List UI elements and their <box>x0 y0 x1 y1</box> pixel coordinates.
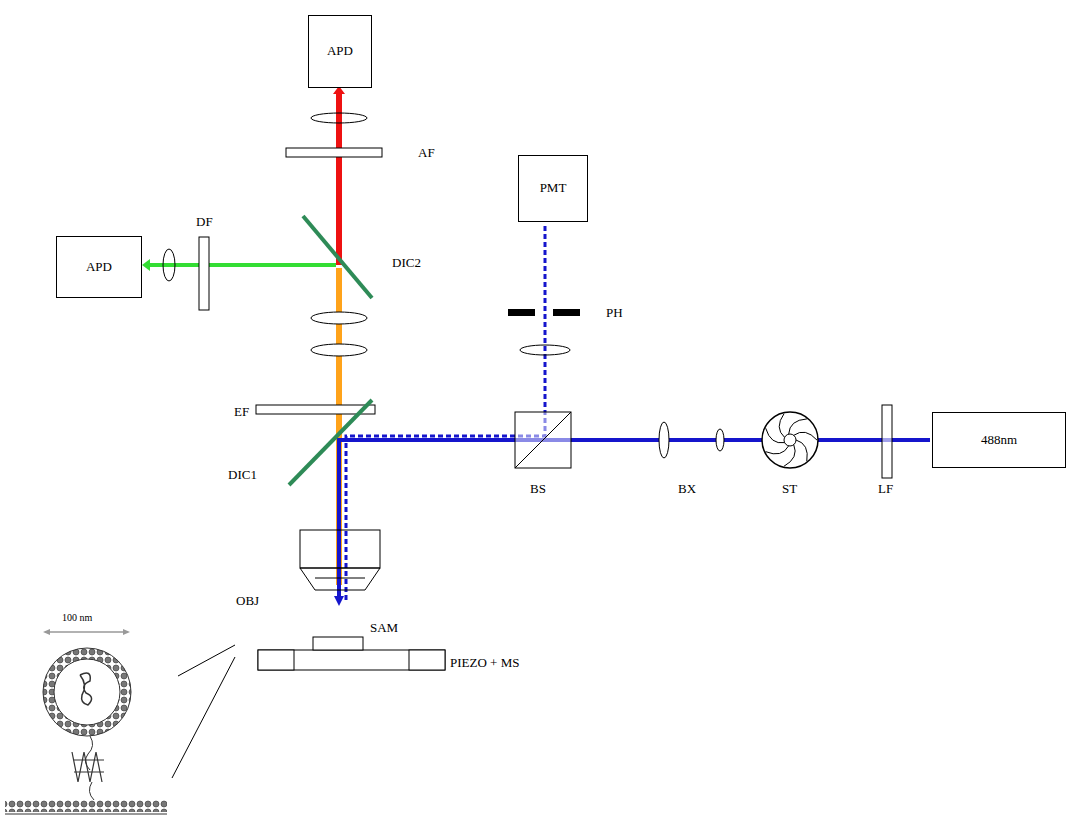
filter-label: LF <box>878 482 893 496</box>
pinhole <box>508 309 535 316</box>
lens <box>716 429 724 451</box>
detector-box: APD <box>56 236 142 298</box>
mirror-label: DIC1 <box>228 468 257 482</box>
objective <box>300 530 380 590</box>
leader-line <box>172 657 235 778</box>
objective-label: OBJ <box>236 594 259 608</box>
detector-box: APD <box>308 15 372 88</box>
dichroic-mirror <box>289 400 372 485</box>
filter <box>199 237 209 310</box>
filter <box>286 148 382 157</box>
lens <box>659 422 669 458</box>
piezo-stage <box>258 637 445 670</box>
sample-label: SAM <box>370 621 398 635</box>
pinhole <box>553 309 580 316</box>
expander-label: BX <box>678 482 696 496</box>
filter-label: EF <box>234 405 249 419</box>
stage-label: PIEZO + MS <box>450 656 519 670</box>
pinhole-label: PH <box>606 306 623 320</box>
vesicle-inset <box>5 629 167 814</box>
device-name: PMT <box>540 180 567 196</box>
filter-label: DF <box>196 215 213 229</box>
dimension-label: 100 nm <box>62 612 92 623</box>
shutter <box>762 412 818 468</box>
beam-splitter <box>515 412 571 468</box>
filter <box>882 405 892 478</box>
lens <box>311 344 367 356</box>
lens <box>311 312 367 324</box>
red-beam <box>336 92 342 265</box>
blue-beam <box>337 438 930 442</box>
green-beam <box>148 263 336 267</box>
mirror-label: DIC2 <box>392 256 421 270</box>
leader-line <box>178 645 235 676</box>
lens <box>311 113 367 123</box>
device-name: 488nm <box>981 432 1017 448</box>
filter-label: AF <box>418 146 435 160</box>
device-name: APD <box>86 259 112 275</box>
detector-box: PMT <box>518 155 588 222</box>
laser-box: 488nm <box>932 412 1066 468</box>
lens <box>520 345 570 355</box>
splitter-label: BS <box>530 482 546 496</box>
dichroic-mirror <box>303 216 372 298</box>
shutter-label: ST <box>782 482 797 496</box>
lens <box>163 249 175 281</box>
device-name: APD <box>327 43 353 59</box>
